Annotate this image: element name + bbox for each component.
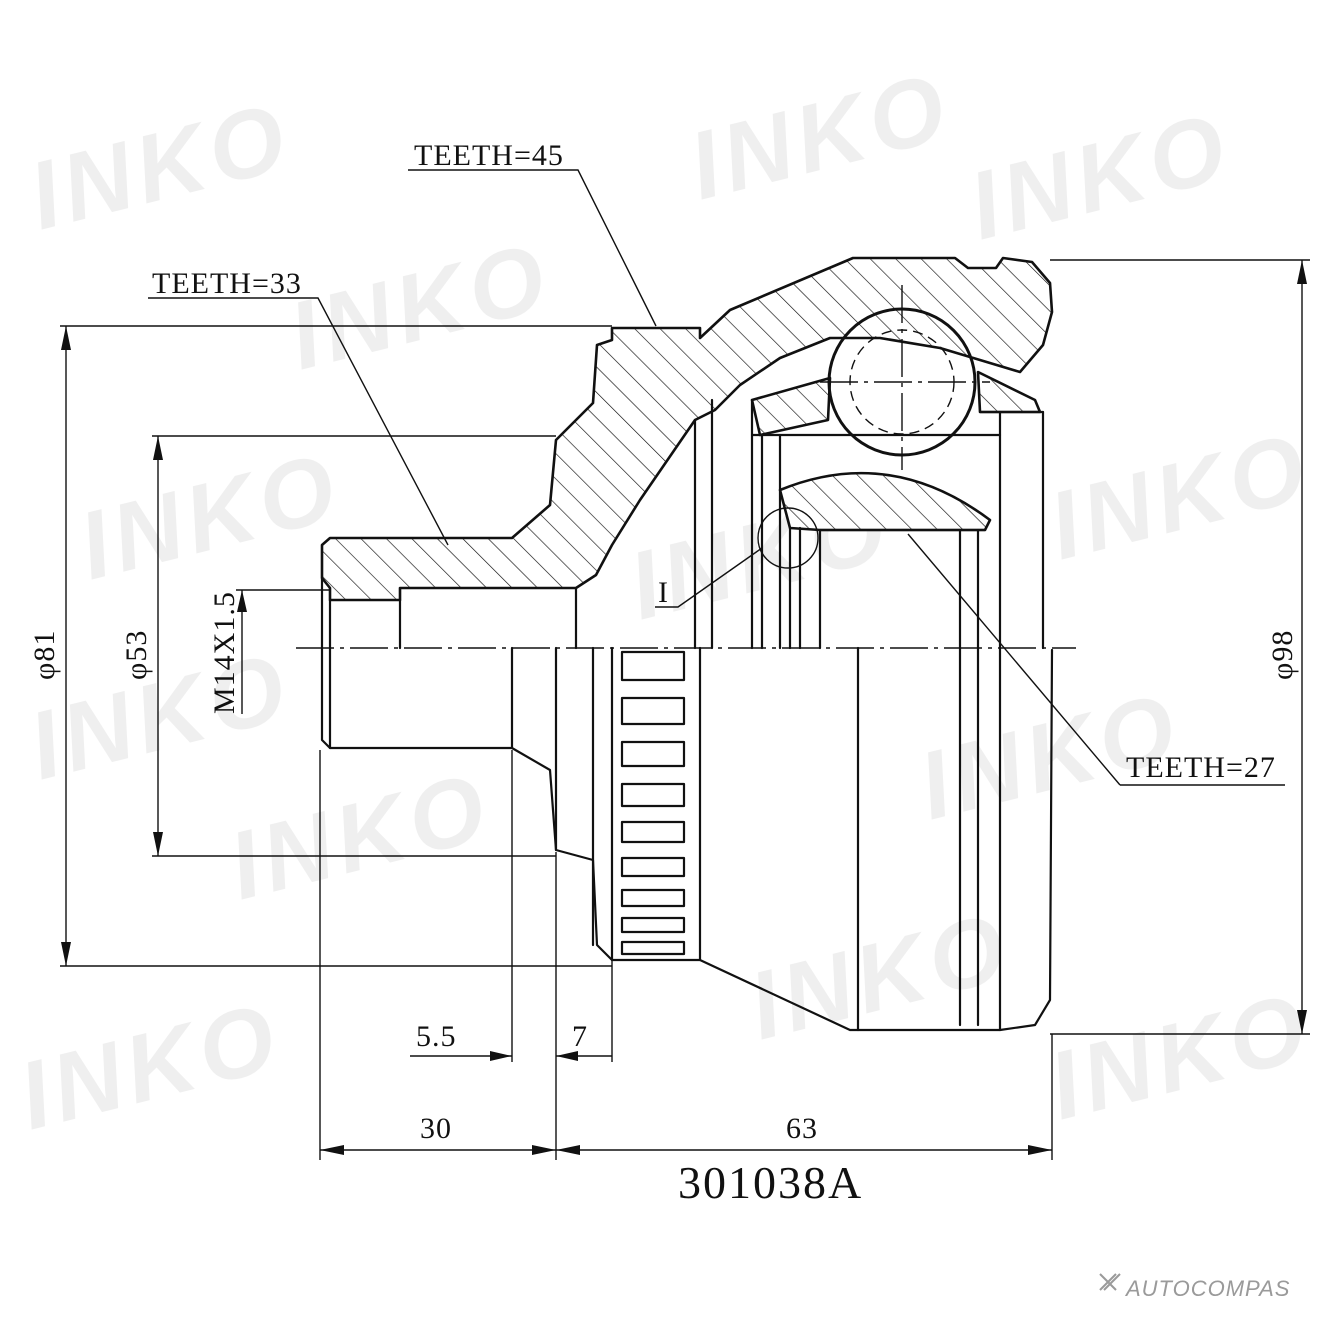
cage-hatched-left xyxy=(750,376,832,437)
dim-63-label: 63 xyxy=(786,1112,818,1145)
brand-text: AUTOCOMPAS xyxy=(1124,1276,1290,1301)
arrowhead xyxy=(490,1051,512,1061)
arrowhead xyxy=(61,942,71,966)
watermark-text: INKO xyxy=(1039,973,1321,1141)
leader-teeth-33 xyxy=(148,297,449,546)
watermark-text: INKO xyxy=(279,223,561,391)
arrowhead xyxy=(1297,260,1307,284)
leader-teeth-45 xyxy=(408,169,657,327)
cage-hatched-right xyxy=(976,370,1042,414)
arrowhead xyxy=(1028,1145,1052,1155)
arrowhead xyxy=(153,436,163,460)
leader-detail xyxy=(655,547,763,608)
phi-53-label: φ53 xyxy=(120,630,153,680)
footer-brand: AUTOCOMPAS xyxy=(1099,1273,1290,1301)
labels: TEETH=45 TEETH=33 TEETH=27 I φ81 φ53 M14… xyxy=(28,139,1299,1208)
watermark-text: INKO xyxy=(1039,413,1321,581)
phi-98-label: φ98 xyxy=(1266,630,1299,680)
stub-shaft-outline xyxy=(320,576,1054,1032)
phi-81-label: φ81 xyxy=(28,630,61,680)
bore-outline xyxy=(398,586,578,650)
abs-tooth xyxy=(620,650,686,682)
abs-tone-ring xyxy=(620,650,686,956)
detail-circle xyxy=(757,507,819,569)
watermark-text: INKO xyxy=(219,753,501,921)
dimension-lines xyxy=(60,169,1310,1160)
inner-race-hatched xyxy=(778,471,992,532)
autocompas-logo-icon xyxy=(1099,1273,1121,1291)
arrowhead xyxy=(237,590,247,612)
thread-label: M14X1.5 xyxy=(208,591,241,714)
watermark-text: INKO xyxy=(69,433,351,601)
dim-5-5-label: 5.5 xyxy=(416,1020,457,1053)
teeth-33-label: TEETH=33 xyxy=(152,267,302,300)
arrowhead xyxy=(532,1145,556,1155)
arrowhead xyxy=(320,1145,344,1155)
teeth-45-label: TEETH=45 xyxy=(414,139,564,172)
detail-marker-label: I xyxy=(658,576,669,609)
watermark-text: INKO xyxy=(959,93,1241,261)
leader-teeth-27 xyxy=(907,533,1121,786)
abs-tooth xyxy=(620,782,686,808)
watermark-text: INKO xyxy=(679,53,961,221)
arrowhead xyxy=(556,1145,580,1155)
abs-tooth xyxy=(620,696,686,726)
part-number: 301038A xyxy=(678,1157,863,1208)
watermark-text: INKO xyxy=(9,983,291,1151)
arrowhead xyxy=(556,1051,578,1061)
abs-tooth xyxy=(620,888,686,908)
dim-7-label: 7 xyxy=(572,1020,588,1053)
arrowhead xyxy=(1297,1010,1307,1034)
abs-tooth xyxy=(620,940,686,956)
housing-section-hatched xyxy=(320,256,1054,602)
watermark-text: INKO xyxy=(19,633,301,801)
watermark-text: INKO xyxy=(19,83,301,251)
arrowhead xyxy=(153,832,163,856)
arrowhead xyxy=(61,326,71,350)
abs-tooth xyxy=(620,916,686,934)
abs-tooth xyxy=(620,740,686,768)
joint-body xyxy=(296,256,1076,1032)
dim-30-label: 30 xyxy=(420,1112,452,1145)
teeth-27-label: TEETH=27 xyxy=(1126,751,1276,784)
abs-tooth xyxy=(620,820,686,844)
abs-tooth xyxy=(620,856,686,878)
